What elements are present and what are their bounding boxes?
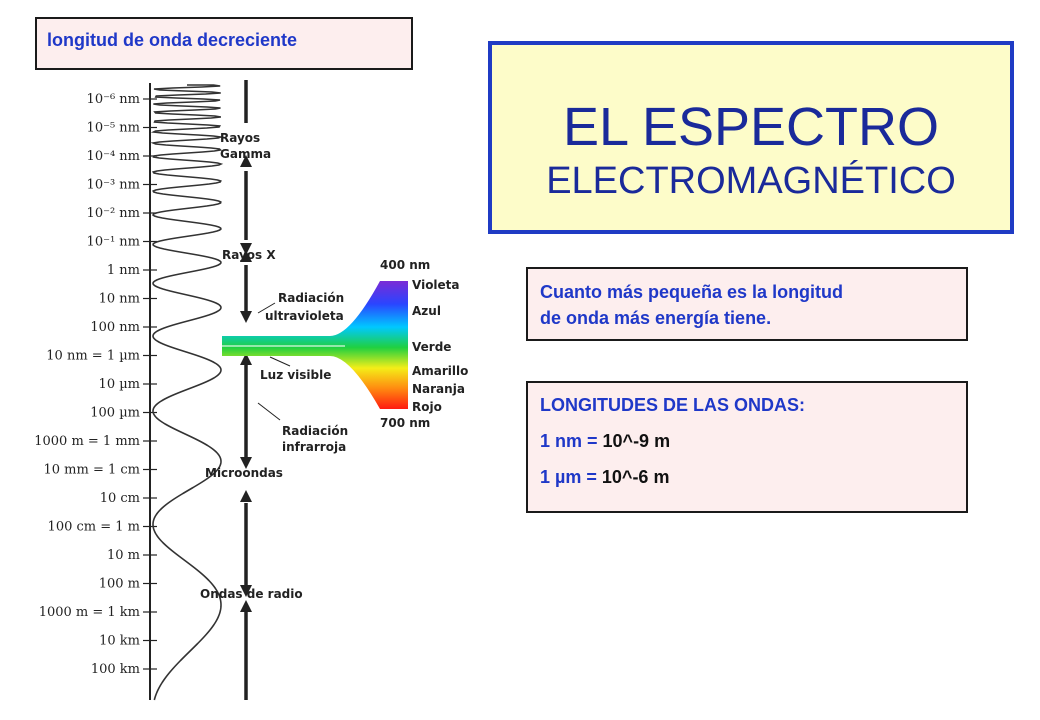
ir-pointer	[257, 402, 281, 421]
tick-label: 1 nm	[107, 263, 140, 278]
title-line-1: EL ESPECTRO	[562, 97, 940, 157]
spectrum-color-label: Azul	[412, 304, 441, 318]
arrow-head	[240, 250, 252, 262]
tick-label: 10 m	[107, 548, 140, 563]
tick-label: 10⁻⁶ nm	[87, 92, 140, 107]
decreasing-wavelength-note: longitud de onda decreciente	[35, 17, 413, 70]
tick-label: 100 µm	[90, 406, 140, 421]
tick-label: 1000 m = 1 km	[39, 605, 140, 620]
spectrum-color-label: Rojo	[412, 400, 442, 414]
spectrum-color-label: Naranja	[412, 382, 465, 396]
spectrum-start-label: 400 nm	[380, 258, 430, 272]
microwave-label: Microondas	[205, 466, 283, 480]
ir-label-2: infrarroja	[282, 440, 346, 454]
arrow-head	[240, 155, 252, 167]
arrow-head	[240, 600, 252, 612]
tick-label: 10 km	[99, 634, 140, 649]
tick-marks	[143, 98, 157, 670]
tick-label: 10 mm = 1 cm	[44, 463, 141, 478]
units-row-nm: 1 nm = 10^-9 m	[540, 431, 966, 467]
tick-label: 10⁻¹ nm	[87, 235, 140, 250]
tick-label: 10⁻⁴ nm	[87, 149, 140, 164]
uv-pointer	[257, 302, 276, 314]
tick-label: 10⁻² nm	[87, 206, 140, 221]
title-line-2: ELECTROMAGNÉTICO	[546, 160, 956, 202]
units-heading: LONGITUDES DE LAS ONDAS:	[540, 395, 806, 415]
arrow-head	[240, 585, 252, 597]
arrow-head	[240, 490, 252, 502]
tick-label: 10 cm	[100, 491, 140, 506]
arrow-head	[240, 311, 252, 323]
spectrum-diagram: 10⁻⁶ nm 10⁻⁵ nm 10⁻⁴ nm 10⁻³ nm 10⁻² nm 10⁻¹ …	[34, 80, 468, 701]
arrow-head	[240, 243, 252, 255]
radio-label: Ondas de radio	[200, 587, 303, 601]
decreasing-wavelength-text: longitud de onda decreciente	[47, 30, 298, 50]
title-box: EL ESPECTRO ELECTROMAGNÉTICO	[488, 41, 1014, 234]
visible-pointer	[269, 356, 291, 367]
units-row-um: 1 µm = 10^-6 m	[540, 467, 966, 503]
tick-label: 10 nm = 1 µm	[46, 349, 140, 364]
energy-note: Cuanto más pequeña es la longitud de ond…	[526, 267, 968, 341]
arrow-heads	[240, 155, 252, 612]
tick-label: 1000 m = 1 mm	[34, 434, 140, 449]
wavelength-wave	[150, 84, 224, 701]
uv-label-2: ultravioleta	[265, 309, 344, 323]
arrow-head	[240, 353, 252, 365]
tick-label: 10⁻³ nm	[87, 178, 140, 193]
tick-label: 100 nm	[90, 320, 140, 335]
tick-label: 100 km	[91, 662, 140, 677]
units-row-nm-value: 10^-9 m	[602, 431, 671, 451]
uv-label-1: Radiación	[278, 291, 344, 305]
energy-note-line-1: Cuanto más pequeña es la longitud	[540, 282, 844, 302]
spectrum-end-label: 700 nm	[380, 416, 430, 430]
units-row-nm-prefix: 1 nm =	[540, 431, 603, 451]
spectrum-color-label: Verde	[412, 340, 451, 354]
spectrum-color-label: Violeta	[412, 278, 460, 292]
wavelength-units-box: LONGITUDES DE LAS ONDAS: 1 nm = 10^-9 m …	[526, 381, 968, 513]
tick-label: 10⁻⁵ nm	[87, 121, 140, 136]
xray-label: Rayos X	[222, 248, 276, 262]
arrow-head	[240, 457, 252, 469]
tick-label: 100 m	[99, 577, 140, 592]
units-row-um-value: 10^-6 m	[601, 467, 670, 487]
gamma-label-1: Rayos	[220, 131, 260, 145]
visible-spectrum-band	[222, 281, 408, 409]
tick-labels: 10⁻⁶ nm 10⁻⁵ nm 10⁻⁴ nm 10⁻³ nm 10⁻² nm 10⁻¹ …	[34, 92, 140, 677]
tick-label: 10 µm	[99, 377, 140, 392]
gamma-label-2: Gamma	[220, 147, 271, 161]
tick-label: 10 nm	[99, 292, 140, 307]
spectrum-color-label: Amarillo	[412, 364, 468, 378]
tick-label: 100 cm = 1 m	[48, 520, 140, 535]
units-row-um-prefix: 1 µm =	[540, 467, 602, 487]
ir-label-1: Radiación	[282, 424, 348, 438]
visible-light-label: Luz visible	[260, 368, 331, 382]
energy-note-line-2: de onda más energía tiene.	[540, 308, 772, 328]
